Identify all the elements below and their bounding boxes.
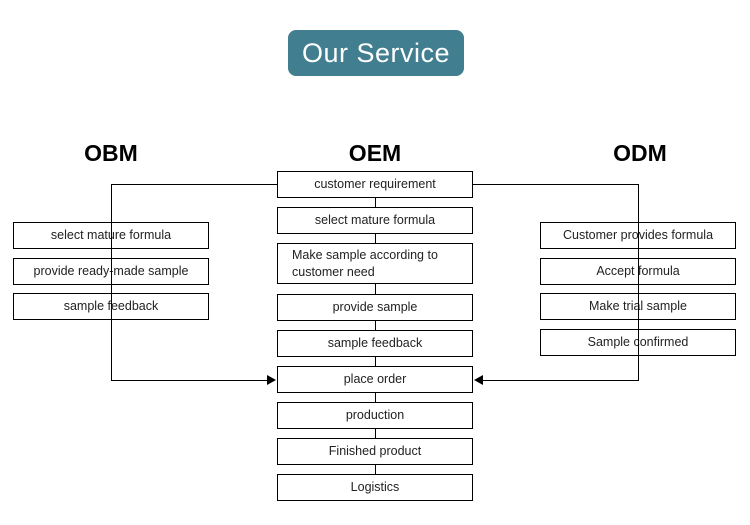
connector-obm-branch-top	[111, 184, 278, 185]
connector-odm-3	[638, 320, 639, 329]
connector-obm-trunk	[111, 184, 112, 381]
connector-oem-1	[375, 198, 376, 207]
connector-obm-1	[111, 249, 112, 258]
node-oem-provide-sample[interactable]: provide sample	[277, 294, 473, 321]
connector-oem-3	[375, 284, 376, 294]
connector-oem-2	[375, 234, 376, 243]
connector-oem-7	[375, 429, 376, 438]
connector-oem-8	[375, 465, 376, 474]
node-oem-make-sample[interactable]: Make sample according to customer need	[277, 243, 473, 284]
page-title-badge: Our Service	[288, 30, 464, 76]
connector-obm-to-place-order	[111, 380, 268, 381]
node-oem-production[interactable]: production	[277, 402, 473, 429]
node-oem-logistics[interactable]: Logistics	[277, 474, 473, 501]
node-oem-sample-feedback[interactable]: sample feedback	[277, 330, 473, 357]
connector-odm-to-place-order	[483, 380, 639, 381]
node-oem-select-mature-formula[interactable]: select mature formula	[277, 207, 473, 234]
page-title: Our Service	[301, 37, 451, 68]
node-oem-finished-product[interactable]: Finished product	[277, 438, 473, 465]
connector-odm-2	[638, 285, 639, 293]
arrow-odm-to-place-order-icon	[474, 375, 483, 385]
connector-oem-5	[375, 357, 376, 366]
column-header-obm: OBM	[84, 140, 138, 166]
connector-odm-1	[638, 249, 639, 258]
column-header-odm: ODM	[613, 140, 667, 166]
connector-odm-trunk	[638, 184, 639, 381]
connector-odm-branch-top	[473, 184, 639, 185]
arrow-obm-to-place-order-icon	[267, 375, 276, 385]
connector-obm-2	[111, 285, 112, 293]
column-header-oem: OEM	[348, 140, 402, 166]
connector-oem-4	[375, 321, 376, 330]
node-oem-customer-requirement[interactable]: customer requirement	[277, 171, 473, 198]
connector-oem-6	[375, 393, 376, 402]
node-oem-place-order[interactable]: place order	[277, 366, 473, 393]
